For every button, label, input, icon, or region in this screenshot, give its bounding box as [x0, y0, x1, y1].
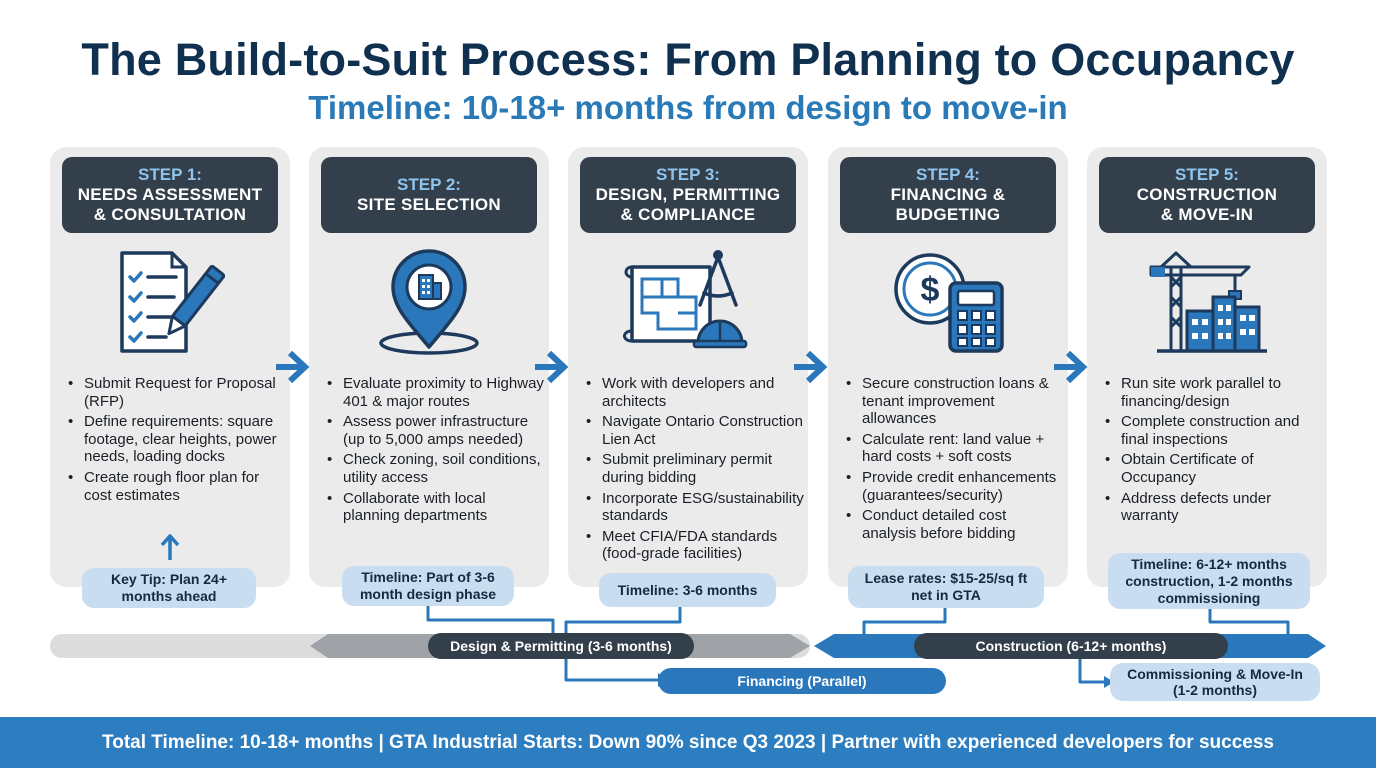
footer-banner: Total Timeline: 10-18+ months | GTA Indu… — [0, 717, 1376, 768]
step-3-list: Work with developers and architects Navi… — [584, 375, 804, 566]
tip-line: Lease rates: $15-25/sq ft — [864, 570, 1028, 586]
step-4-tip: Lease rates: $15-25/sq ft net in GTA — [848, 566, 1044, 608]
tip-line: net in GTA — [911, 587, 981, 603]
commissioning-line: (1-2 months) — [1173, 682, 1257, 698]
commissioning-box: Commissioning & Move-In (1-2 months) — [1110, 663, 1320, 701]
list-item: Provide credit enhancements (guarantees/… — [844, 469, 1064, 504]
list-item: Secure construction loans & tenant impro… — [844, 375, 1064, 428]
step-header-3: STEP 3: DESIGN, PERMITTING & COMPLIANCE — [580, 157, 796, 233]
step-number: STEP 5: — [1175, 165, 1239, 184]
list-item: Submit Request for Proposal (RFP) — [66, 375, 286, 410]
step-title-line2: & MOVE-IN — [1160, 205, 1254, 224]
arrow-right-icon — [535, 350, 569, 384]
step-2-list: Evaluate proximity to Highway 401 & majo… — [325, 375, 545, 528]
step-card-1: STEP 1: NEEDS ASSESSMENT & CONSULTATION … — [50, 147, 290, 587]
step-title-line2: & COMPLIANCE — [620, 205, 756, 224]
step-number: STEP 1: — [138, 165, 202, 184]
tip-line: months ahead — [121, 588, 217, 604]
step-card-3: STEP 3: DESIGN, PERMITTING & COMPLIANCE … — [568, 147, 808, 587]
list-item: Address defects under warranty — [1103, 490, 1323, 525]
list-item: Evaluate proximity to Highway 401 & majo… — [325, 375, 545, 410]
arrow-right-icon — [1054, 350, 1088, 384]
list-item: Collaborate with local planning departme… — [325, 490, 545, 525]
tip-line: construction, 1-2 months — [1125, 572, 1293, 589]
step-title-line1: SITE SELECTION — [357, 195, 501, 214]
step-title-line2: BUDGETING — [895, 205, 1001, 224]
step-5-list: Run site work parallel to financing/desi… — [1103, 375, 1323, 528]
blueprint-compass-icon — [623, 250, 748, 349]
step-title-line1: FINANCING & — [890, 185, 1006, 204]
step-4-list: Secure construction loans & tenant impro… — [844, 375, 1064, 545]
step-card-2: STEP 2: SITE SELECTION Evaluate proximit… — [309, 147, 549, 587]
step-header-1: STEP 1: NEEDS ASSESSMENT & CONSULTATION — [62, 157, 278, 233]
step-5-tip: Timeline: 6-12+ months construction, 1-2… — [1108, 553, 1310, 609]
page-subtitle: Timeline: 10-18+ months from design to m… — [308, 89, 1068, 126]
step-header-2: STEP 2: SITE SELECTION — [321, 157, 537, 233]
list-item: Conduct detailed cost analysis before bi… — [844, 507, 1064, 542]
step-number: STEP 3: — [656, 165, 720, 184]
list-item: Complete construction and final inspecti… — [1103, 413, 1323, 448]
list-item: Define requirements: square footage, cle… — [66, 413, 286, 466]
step-2-tip: Timeline: Part of 3-6 month design phase — [342, 566, 514, 606]
step-header-5: STEP 5: CONSTRUCTION & MOVE-IN — [1099, 157, 1315, 233]
location-pin-icon — [379, 249, 479, 355]
step-number: STEP 2: — [397, 175, 461, 194]
tip-line: Timeline: 6-12+ months — [1131, 555, 1287, 572]
step-3-tip: Timeline: 3-6 months — [599, 573, 776, 607]
step-number: STEP 4: — [916, 165, 980, 184]
list-item: Calculate rent: land value + hard costs … — [844, 431, 1064, 466]
arrow-up-icon — [160, 534, 180, 560]
list-item: Incorporate ESG/sustainability standards — [584, 490, 804, 525]
step-1-tip: Key Tip: Plan 24+ months ahead — [82, 568, 256, 608]
list-item: Navigate Ontario Construction Lien Act — [584, 413, 804, 448]
financing-bar: Financing (Parallel) — [658, 668, 946, 694]
commissioning-line: Commissioning & Move-In — [1127, 666, 1303, 682]
tip-line: Key Tip: Plan 24+ — [110, 571, 228, 587]
arrow-right-icon — [276, 350, 310, 384]
step-title-line1: DESIGN, PERMITTING — [595, 185, 781, 204]
list-item: Check zoning, soil conditions, utility a… — [325, 451, 545, 486]
crane-building-icon — [1149, 251, 1267, 353]
step-header-4: STEP 4: FINANCING & BUDGETING — [840, 157, 1056, 233]
arrow-right-icon — [794, 350, 828, 384]
checklist-pencil-icon — [120, 251, 226, 353]
svg-text:$: $ — [921, 271, 940, 309]
list-item: Meet CFIA/FDA standards (food-grade faci… — [584, 528, 804, 563]
page-title: The Build-to-Suit Process: From Planning… — [81, 34, 1295, 85]
design-permitting-bar: Design & Permitting (3-6 months) — [428, 633, 694, 659]
tip-line: Timeline: 3-6 months — [617, 581, 758, 598]
construction-bar: Construction (6-12+ months) — [914, 633, 1228, 659]
dollar-calculator-icon: $ — [894, 253, 1004, 353]
step-card-5: STEP 5: CONSTRUCTION & MOVE-IN Run site … — [1087, 147, 1327, 587]
tip-line: commissioning — [1157, 589, 1261, 606]
timeline-connectors — [426, 604, 1290, 684]
step-title-line2: & CONSULTATION — [93, 205, 247, 224]
list-item: Create rough floor plan for cost estimat… — [66, 469, 286, 504]
list-item: Assess power infrastructure (up to 5,000… — [325, 413, 545, 448]
step-1-list: Submit Request for Proposal (RFP) Define… — [66, 375, 286, 507]
commissioning-arrow-head — [1104, 676, 1114, 688]
step-title-line1: CONSTRUCTION — [1136, 185, 1278, 204]
list-item: Run site work parallel to financing/desi… — [1103, 375, 1323, 410]
list-item: Obtain Certificate of Occupancy — [1103, 451, 1323, 486]
list-item: Submit preliminary permit during bidding — [584, 451, 804, 486]
list-item: Work with developers and architects — [584, 375, 804, 410]
tip-line: month design phase — [359, 586, 497, 602]
tip-line: Timeline: Part of 3-6 — [361, 569, 495, 585]
step-title-line1: NEEDS ASSESSMENT — [77, 185, 263, 204]
step-card-4: STEP 4: FINANCING & BUDGETING $ Secure c… — [828, 147, 1068, 587]
